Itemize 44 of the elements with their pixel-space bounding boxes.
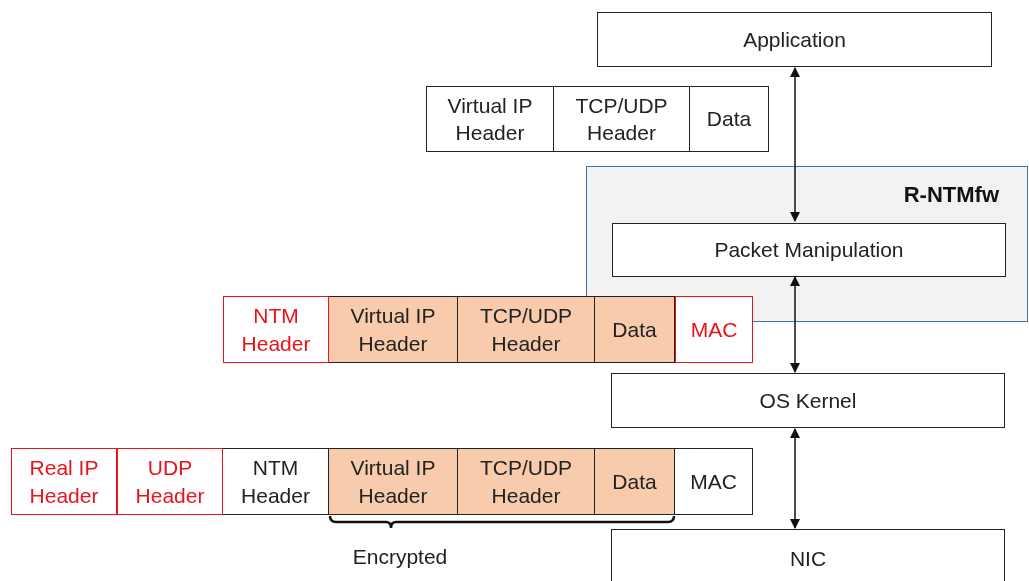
field-label: Virtual IP Header [349, 303, 437, 357]
module-title: R-NTMfw [903, 181, 1000, 209]
field-label: Application [742, 26, 847, 53]
field-label: NTM Header [240, 303, 312, 357]
packet-field [674, 448, 753, 515]
packet-field [223, 296, 329, 363]
layer-box [611, 373, 1005, 428]
packet-field [689, 86, 769, 152]
brace-label: Encrypted [351, 545, 449, 569]
field-label: NIC [788, 546, 828, 573]
packet-field [675, 296, 753, 363]
field-label: TCP/UDP Header [478, 303, 574, 357]
field-label: Data [705, 106, 753, 133]
packet-field [11, 448, 117, 515]
field-label: NTM Header [240, 455, 311, 509]
double-arrow [789, 275, 801, 374]
encrypted-field [594, 448, 675, 515]
double-arrow [789, 427, 801, 530]
field-label: Data [611, 316, 658, 343]
layer-box [612, 223, 1006, 277]
field-label: MAC [689, 468, 738, 495]
field-label: TCP/UDP Header [574, 92, 669, 146]
field-label: Virtual IP Header [446, 92, 534, 146]
field-label: UDP Header [134, 455, 206, 509]
layer-box [597, 12, 992, 67]
packet-field [426, 86, 554, 152]
module-box [586, 166, 1028, 322]
packet-field [553, 86, 690, 152]
encrypted-field [457, 448, 595, 515]
encrypted-field [328, 448, 458, 515]
encrypted-field [594, 296, 675, 363]
encrypted-field [328, 296, 458, 363]
field-label: MAC [689, 316, 739, 343]
encrypted-field [457, 296, 595, 363]
layer-box [611, 529, 1005, 581]
field-label: Data [611, 468, 658, 495]
field-label: Real IP Header [28, 455, 100, 509]
field-label: Virtual IP Header [349, 455, 437, 509]
double-arrow [789, 66, 801, 223]
field-label: Packet Manipulation [713, 237, 905, 264]
packet-field [117, 448, 223, 515]
field-label: OS Kernel [758, 387, 858, 414]
packet-field [222, 448, 329, 515]
field-label: TCP/UDP Header [478, 455, 574, 509]
